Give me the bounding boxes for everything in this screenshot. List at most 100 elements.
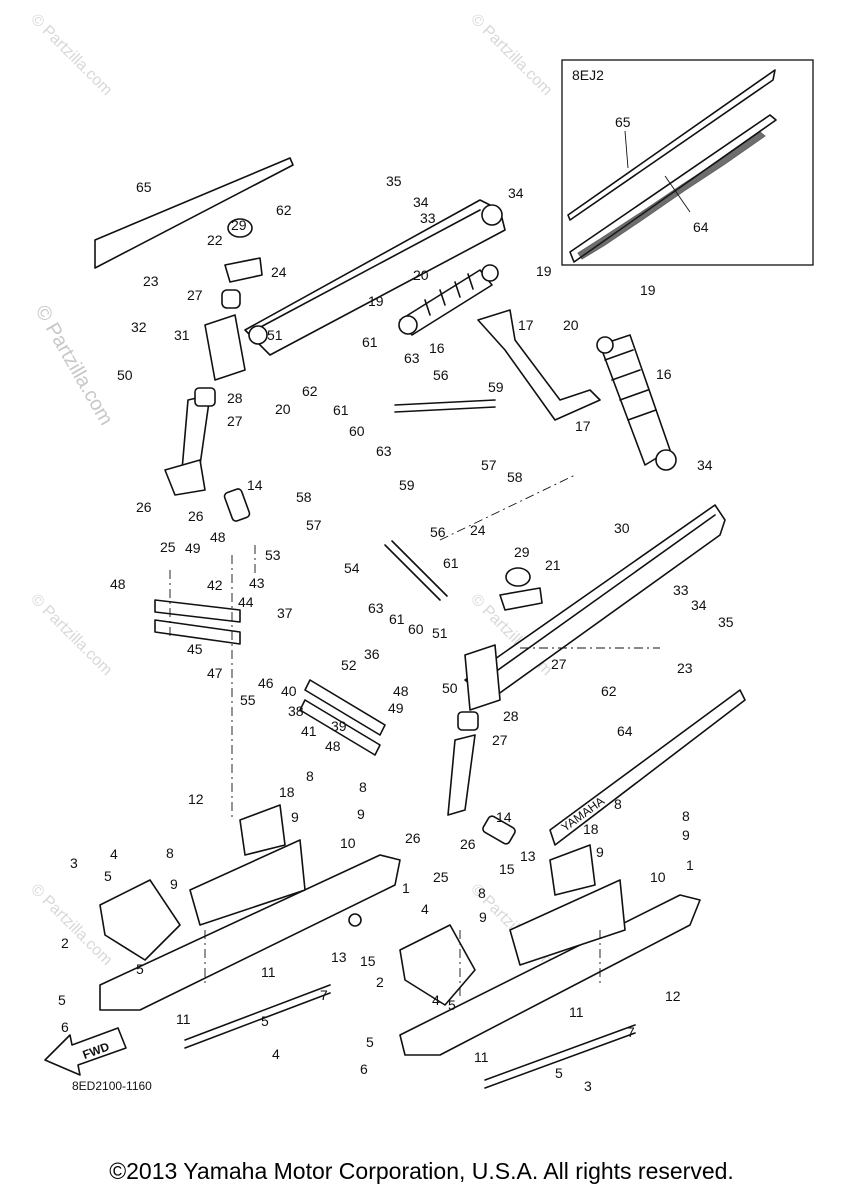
callout: 34 — [413, 194, 429, 210]
pivot-upper — [164, 218, 268, 496]
watermark-tile: © Partzilla.com — [27, 881, 115, 969]
callout: 5 — [136, 961, 144, 977]
callout: 11 — [261, 964, 276, 980]
callout: 61 — [443, 555, 459, 571]
callout: 5 — [104, 868, 112, 884]
callout: 4 — [272, 1046, 280, 1062]
callout: 2 — [61, 935, 69, 951]
callout: 33 — [673, 582, 689, 598]
callout: 13 — [331, 949, 347, 965]
callout: 8 — [614, 796, 622, 812]
callout: 4 — [421, 901, 429, 917]
callout: 60 — [349, 423, 365, 439]
callout: 24 — [271, 264, 287, 280]
callout: 5 — [448, 997, 456, 1013]
callout: 36 — [364, 646, 380, 662]
callout: 8 — [306, 768, 314, 784]
callout: 6 — [61, 1019, 69, 1035]
callouts: 65 64 65 62 29 22 23 24 27 32 31 51 19 5… — [58, 114, 734, 1094]
callout: 30 — [614, 520, 630, 536]
callout: 10 — [650, 869, 666, 885]
callout: 7 — [627, 1024, 635, 1040]
callout: 5 — [58, 992, 66, 1008]
callout: 22 — [207, 232, 223, 248]
callout: 48 — [110, 576, 126, 592]
callout: 26 — [460, 836, 476, 852]
callout: 8 — [359, 779, 367, 795]
callout: 29 — [231, 217, 247, 233]
callout: 63 — [368, 600, 384, 616]
decal: YAMAHA — [549, 689, 746, 846]
callout: 57 — [306, 517, 322, 533]
callout: 5 — [555, 1065, 563, 1081]
callout: 54 — [344, 560, 360, 576]
callout: 3 — [70, 855, 78, 871]
callout: 21 — [545, 557, 561, 573]
callout: 27 — [187, 287, 203, 303]
pivot-lower — [447, 567, 543, 816]
rod-lower — [384, 540, 448, 601]
callout: 19 — [368, 293, 384, 309]
callout: 19 — [640, 282, 656, 298]
callout: 10 — [340, 835, 356, 851]
ski-right — [399, 844, 701, 1089]
callout: 20 — [275, 401, 291, 417]
callout: 28 — [227, 390, 243, 406]
callout: 49 — [185, 540, 201, 556]
callout: 52 — [341, 657, 357, 673]
callout: 49 — [388, 700, 404, 716]
callout: 12 — [188, 791, 204, 807]
callout: 27 — [227, 413, 243, 429]
watermark-vertical: © Partzilla.com — [31, 302, 117, 430]
watermark-tile: © Partzilla.com — [467, 11, 555, 99]
callout: 42 — [207, 577, 223, 593]
watermark-tile: © Partzilla.com — [27, 591, 115, 679]
tie-rods — [154, 488, 516, 845]
callout: 4 — [432, 992, 440, 1008]
callout: 46 — [258, 675, 274, 691]
callout: 9 — [596, 844, 604, 860]
callout: 11 — [569, 1004, 584, 1020]
callout: 17 — [575, 418, 591, 434]
callout: 24 — [470, 522, 486, 538]
callout: 14 — [496, 809, 512, 825]
front-arm — [244, 199, 506, 356]
shock-right — [596, 334, 677, 471]
callout: 9 — [682, 827, 690, 843]
callout: 56 — [430, 524, 446, 540]
callout: 7 — [320, 987, 328, 1003]
reflector-strip — [94, 157, 294, 269]
callout: 18 — [279, 784, 295, 800]
callout: 56 — [433, 367, 449, 383]
callout: 13 — [520, 848, 536, 864]
callout: 63 — [376, 443, 392, 459]
callout: 28 — [503, 708, 519, 724]
callout: 48 — [393, 683, 409, 699]
callout: 47 — [207, 665, 223, 681]
callout: 9 — [291, 809, 299, 825]
callout: 44 — [238, 594, 254, 610]
watermarks: © Partzilla.com © Partzilla.com © Partzi… — [27, 11, 555, 969]
callout: 64 — [617, 723, 633, 739]
callout: 25 — [433, 869, 449, 885]
guide-lines — [169, 474, 660, 1000]
callout: 1 — [686, 857, 694, 873]
callout: 15 — [499, 861, 515, 877]
callout: 63 — [404, 350, 420, 366]
callout: 5 — [366, 1034, 374, 1050]
callout: 1 — [402, 880, 410, 896]
callout: 17 — [518, 317, 534, 333]
rod-upper — [394, 399, 496, 413]
callout: 40 — [281, 683, 297, 699]
inset-label: 8EJ2 — [572, 67, 604, 83]
callout: 4 — [110, 846, 118, 862]
callout: 20 — [413, 267, 429, 283]
callout: 45 — [187, 641, 203, 657]
callout: 65 — [136, 179, 152, 195]
callout: 35 — [386, 173, 402, 189]
callout: 53 — [265, 547, 281, 563]
callout: 34 — [508, 185, 524, 201]
callout: 27 — [492, 732, 508, 748]
callout: 33 — [420, 210, 436, 226]
